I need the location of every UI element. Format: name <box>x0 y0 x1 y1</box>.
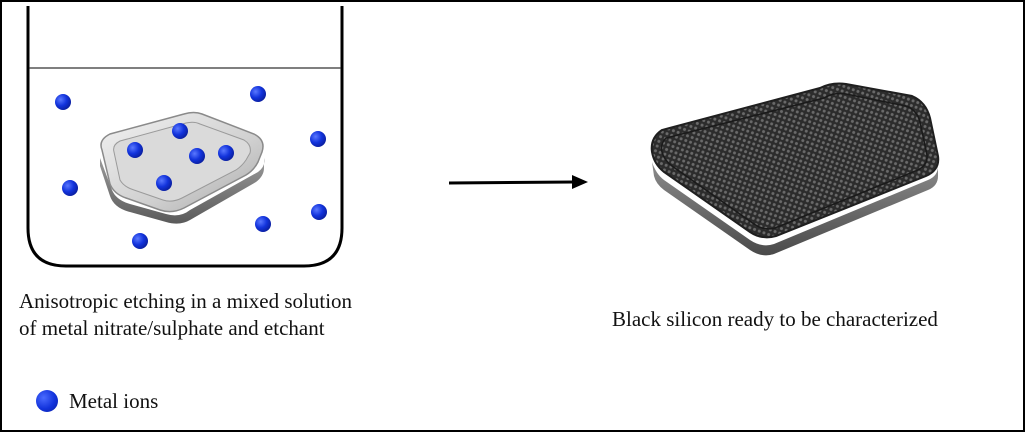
metal-ion <box>310 131 326 147</box>
wafer-edge <box>100 158 265 224</box>
metal-ions <box>55 86 327 249</box>
black-silicon-top <box>650 82 940 239</box>
metal-ion <box>55 94 71 110</box>
metal-ion <box>311 204 327 220</box>
wafer-inner <box>113 121 251 202</box>
beaker-wall <box>26 6 344 268</box>
metal-ion <box>172 123 188 139</box>
black-silicon-edge <box>652 162 938 256</box>
legend-label: Metal ions <box>69 388 159 413</box>
legend: Metal ions <box>36 387 158 415</box>
silicon-wafer <box>100 111 265 224</box>
etching-caption-line2: of metal nitrate/sulphate and etchant <box>19 316 325 340</box>
black-silicon-caption: Black silicon ready to be characterized <box>612 307 938 331</box>
metal-ion-legend-marker <box>36 390 58 412</box>
metal-ion <box>250 86 266 102</box>
etching-caption: Anisotropic etching in a mixed solution … <box>19 288 439 342</box>
black-silicon-rim <box>660 92 928 230</box>
metal-ion <box>255 216 271 232</box>
metal-ion <box>156 175 172 191</box>
metal-ion <box>189 148 205 164</box>
beaker <box>26 6 344 268</box>
etching-caption-line1: Anisotropic etching in a mixed solution <box>19 289 353 313</box>
metal-ion <box>132 233 148 249</box>
metal-ion <box>62 180 78 196</box>
black-silicon-wafer <box>650 82 940 256</box>
metal-ion <box>127 142 143 158</box>
metal-ion <box>218 145 234 161</box>
process-arrow <box>448 175 588 189</box>
